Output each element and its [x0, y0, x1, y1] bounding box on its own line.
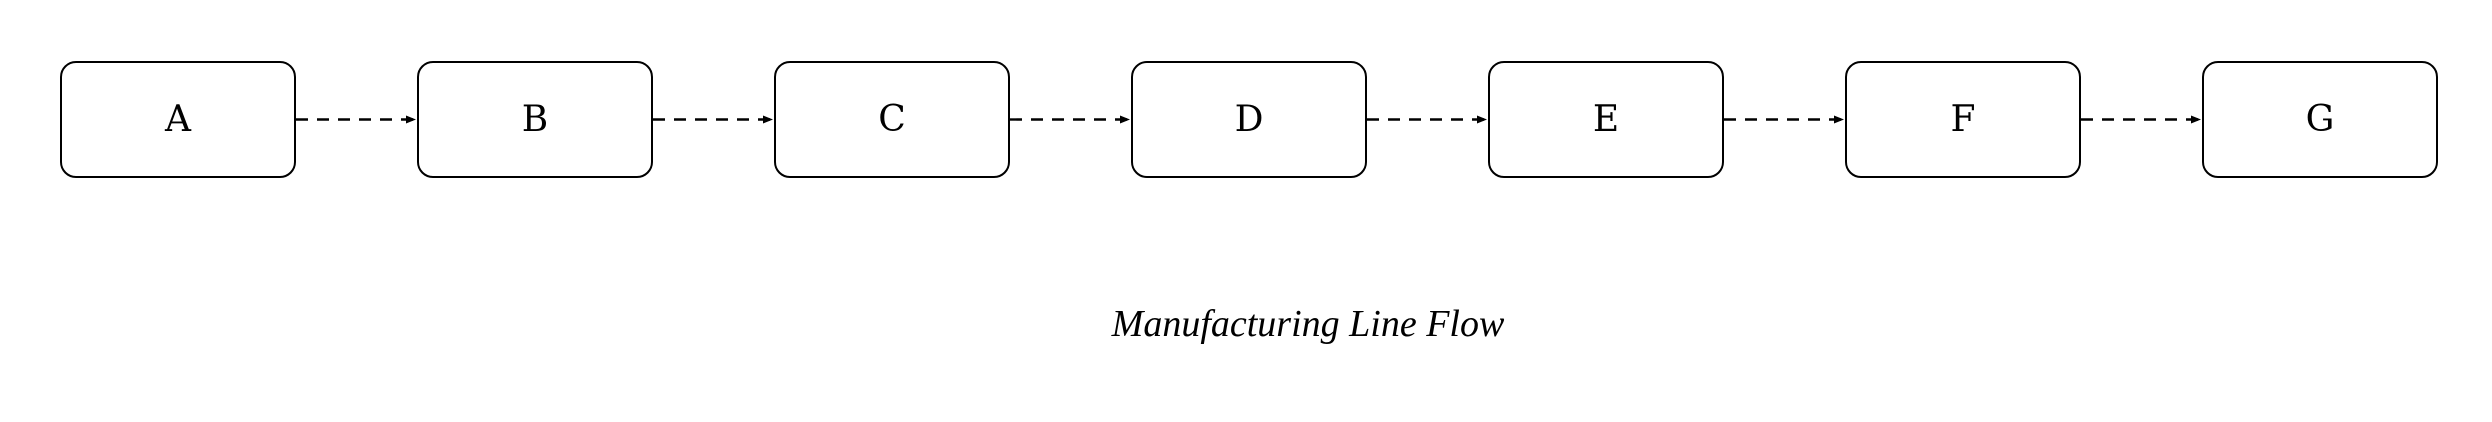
node-g-label: G [2305, 98, 2335, 140]
diagram-caption: Manufacturing Line Flow [1111, 303, 1505, 345]
node-d: D [1131, 61, 1367, 178]
node-b: B [417, 61, 653, 178]
node-a-label: A [165, 98, 191, 140]
node-c: C [774, 61, 1010, 178]
node-e: E [1488, 61, 1724, 178]
node-d-label: D [1234, 98, 1264, 140]
node-g: G [2202, 61, 2438, 178]
node-f: F [1845, 61, 2081, 178]
node-e-label: E [1592, 98, 1620, 140]
node-b-label: B [521, 98, 549, 140]
node-a: A [60, 61, 296, 178]
node-f-label: F [1950, 98, 1976, 140]
node-c-label: C [878, 98, 906, 140]
